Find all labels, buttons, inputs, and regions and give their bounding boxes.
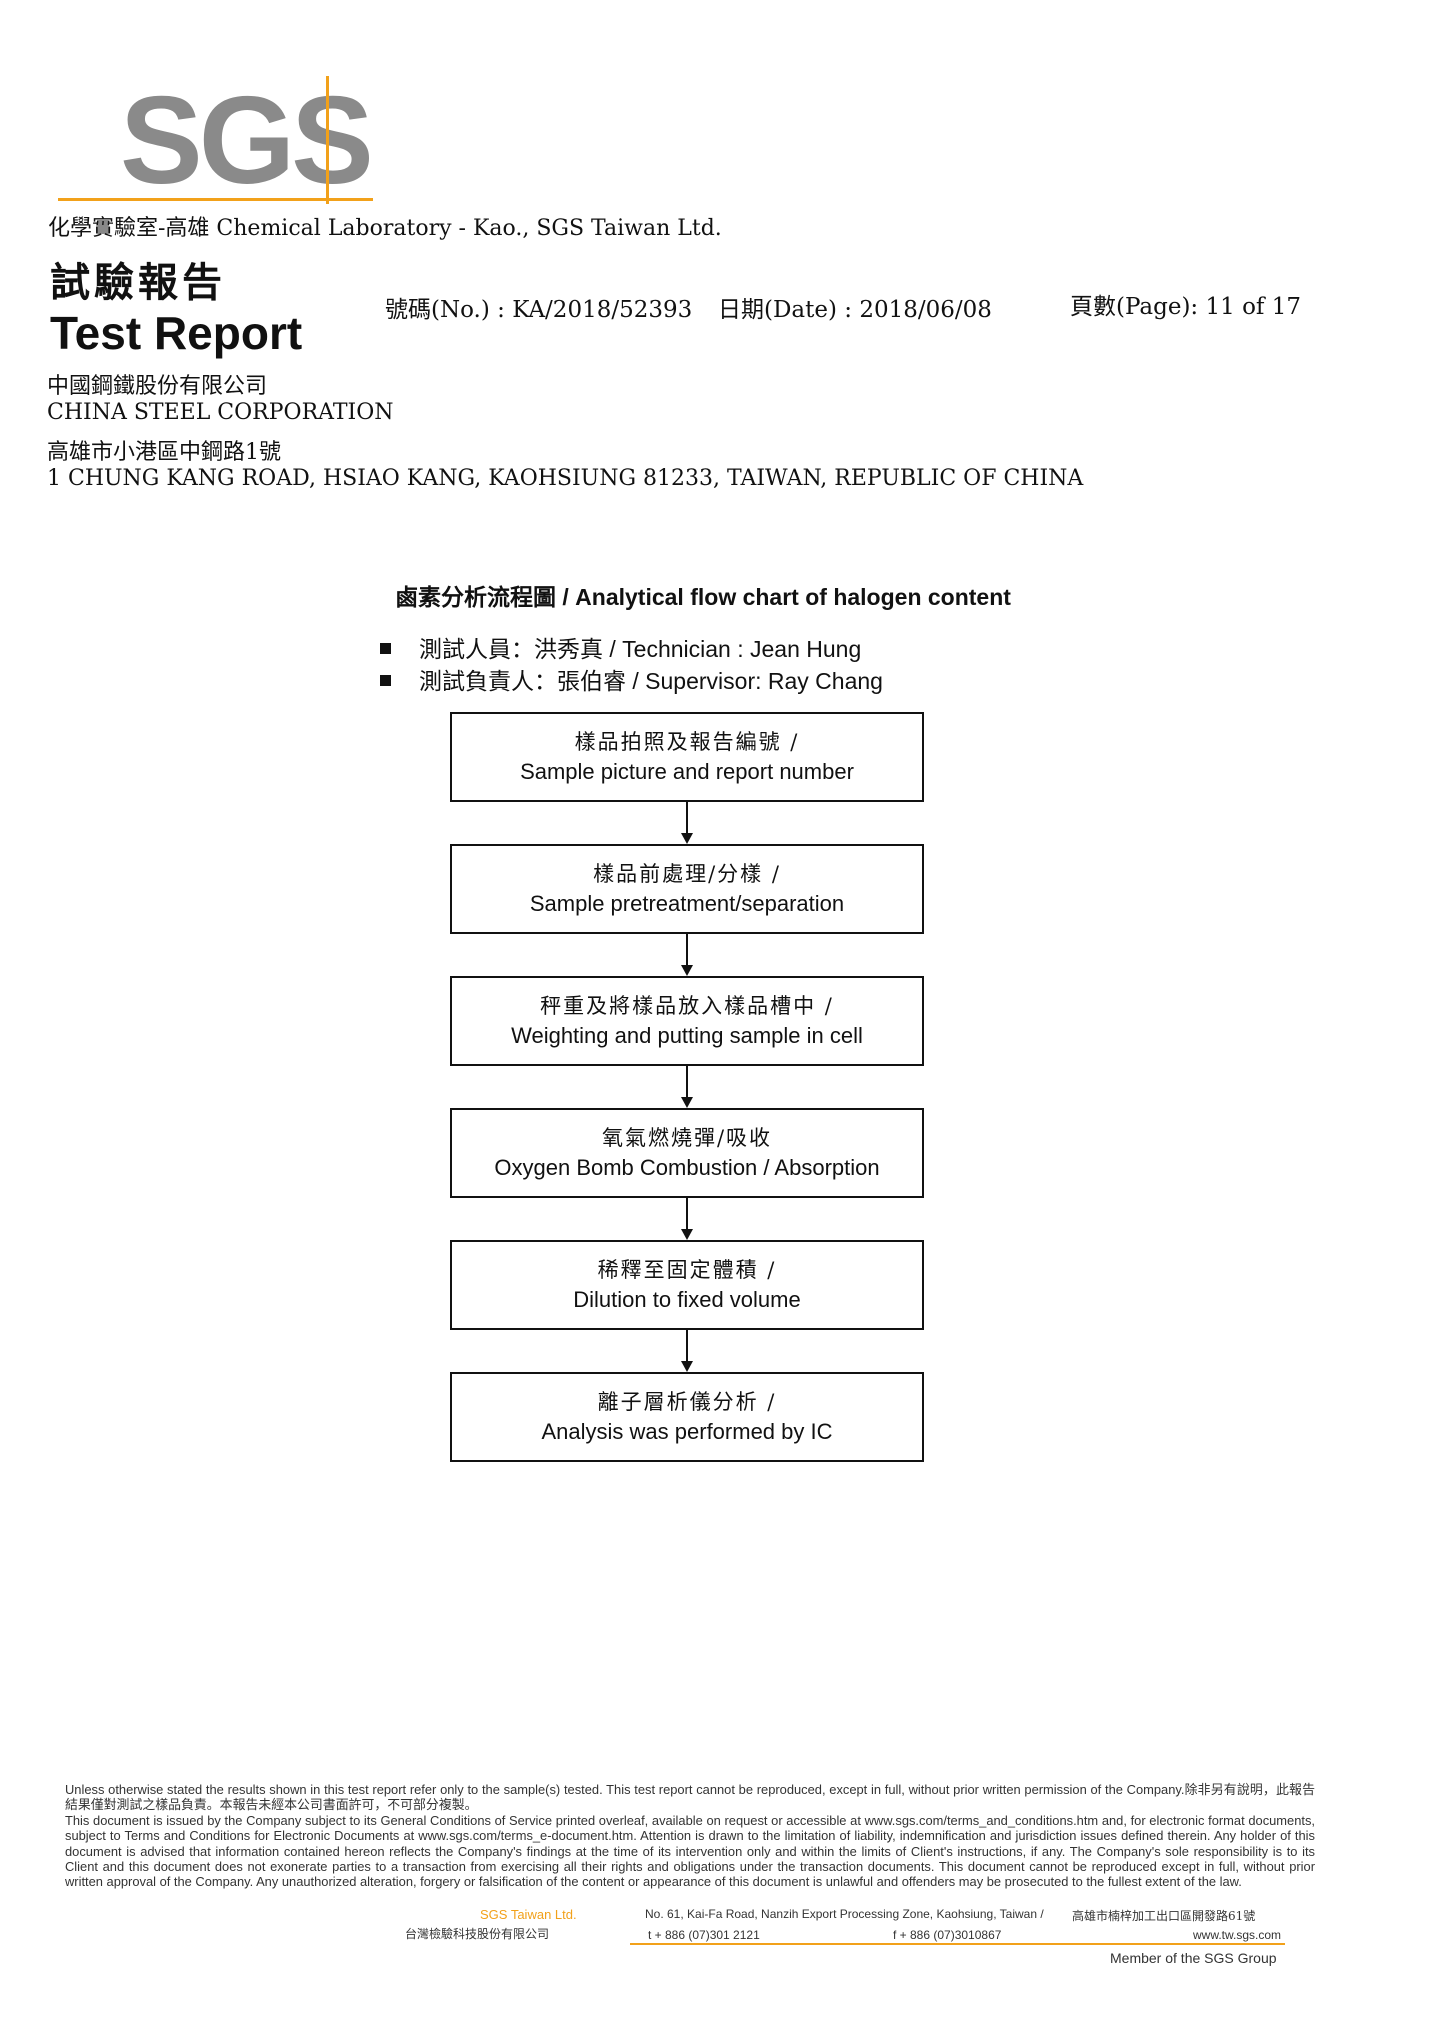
client-name-zh: 中國鋼鐵股份有限公司 <box>47 374 268 399</box>
flowchart-title-en: / Analytical flow chart of halogen conte… <box>562 584 1011 610</box>
footer-member-note: Member of the SGS Group <box>1110 1950 1277 1966</box>
footer-company-zh: 台灣檢驗科技股份有限公司 <box>405 1927 550 1941</box>
flow-step-box <box>450 976 924 1066</box>
footer-divider <box>630 1943 1285 1945</box>
disclaimer-paragraph-1: Unless otherwise stated the results show… <box>65 1782 1315 1813</box>
flow-step-label: 樣品前處理/分樣 / Sample pretreatment/separation <box>451 859 923 919</box>
bullet-square-icon <box>380 675 391 687</box>
arrow-down-icon <box>681 1229 693 1240</box>
bullet-square-icon <box>380 643 391 655</box>
technician-line: 測試人員：洪秀真 / Technician : Jean Hung <box>380 630 861 664</box>
logo-vertical-rule <box>326 76 329 204</box>
arrow-down-icon <box>681 833 693 844</box>
report-title-zh: 試驗報告 <box>50 259 226 306</box>
flowchart-title-zh: 鹵素分析流程圖 <box>395 584 556 611</box>
flow-step-box <box>450 712 924 802</box>
logo-horizontal-rule <box>58 198 373 201</box>
flow-step-label-en: Oxygen Bomb Combustion / Absorption <box>494 1155 880 1180</box>
footer-company-en: SGS Taiwan Ltd. <box>480 1907 577 1922</box>
flow-step-label-en: Weighting and putting sample in cell <box>511 1023 863 1048</box>
footer-website: www.tw.sgs.com <box>1193 1928 1282 1942</box>
arrow-down-icon <box>681 1361 693 1372</box>
sgs-logo: SGS <box>58 70 378 205</box>
flow-step-label: 稀釋至固定體積 / Dilution to fixed volume <box>451 1255 923 1315</box>
footer-fax: f + 886 (07)3010867 <box>893 1928 1002 1942</box>
flow-step-label-en: Analysis was performed by IC <box>541 1419 833 1444</box>
logo-wordmark: SGS <box>120 72 374 210</box>
footer-telephone: t + 886 (07)301 2121 <box>648 1928 760 1942</box>
client-address-en: 1 CHUNG KANG ROAD, HSIAO KANG, KAOHSIUNG… <box>47 466 1084 491</box>
report-number: 號碼(No.) : KA/2018/52393 <box>385 297 693 323</box>
flow-step-label-zh: 稀釋至固定體積 / <box>597 1258 777 1282</box>
client-name-en: CHINA STEEL CORPORATION <box>47 400 394 425</box>
footer-address-en: No. 61, Kai-Fa Road, Nanzih Export Proce… <box>645 1907 1044 1921</box>
flow-step-box <box>450 844 924 934</box>
technician-label-zh: 測試人員：洪秀真 <box>419 637 603 663</box>
arrow-down-icon <box>681 965 693 976</box>
flow-step-label: 秤重及將樣品放入樣品槽中 / Weighting and putting samp… <box>451 991 923 1051</box>
flow-step-label-zh: 秤重及將樣品放入樣品槽中 / <box>540 994 834 1018</box>
flow-step-label-en: Dilution to fixed volume <box>573 1287 801 1312</box>
flowchart-title: 鹵素分析流程圖 / Analytical flow chart of halog… <box>395 578 1011 612</box>
flow-step-label-zh: 離子層析儀分析 / <box>597 1390 777 1414</box>
report-date: 日期(Date) : 2018/06/08 <box>718 297 992 323</box>
flow-step-label: 離子層析儀分析 / Analysis was performed by IC <box>451 1387 923 1447</box>
technician-label-en: / Technician : Jean Hung <box>609 636 862 662</box>
flow-step-label: 樣品拍照及報告編號 / Sample picture and report num… <box>451 727 923 787</box>
flow-step-label-zh: 樣品拍照及報告編號 / <box>574 730 800 754</box>
report-title-en: Test Report <box>50 307 303 359</box>
client-address-zh: 高雄市小港區中鋼路1號 <box>47 440 281 465</box>
flow-step-box <box>450 1372 924 1462</box>
flow-step-label-en: Sample picture and report number <box>520 759 854 784</box>
disclaimer-paragraph-2: This document is issued by the Company s… <box>65 1812 1315 1890</box>
flow-step-label-en: Sample pretreatment/separation <box>529 891 845 916</box>
arrow-down-icon <box>681 1097 693 1108</box>
flow-step-label-zh: 樣品前處理/分樣 / <box>593 862 781 886</box>
lab-name: 化學實驗室-高雄 Chemical Laboratory - Kao., SGS… <box>48 216 722 241</box>
flow-step-box <box>450 1240 924 1330</box>
supervisor-label-en: / Supervisor: Ray Chang <box>632 668 883 694</box>
footer-disclaimer: Unless otherwise stated the results show… <box>65 1782 1315 1890</box>
footer-address-zh: 高雄市楠梓加工出口區開發路61號 <box>1072 1909 1256 1923</box>
flow-step-label-zh: 氧氣燃燒彈/吸收 <box>601 1126 773 1150</box>
flow-step-box <box>450 1108 924 1198</box>
report-page: 頁數(Page): 11 of 17 <box>1070 294 1302 320</box>
flow-step-label: 氧氣燃燒彈/吸收 Oxygen Bomb Combustion / Absorpt… <box>451 1123 923 1183</box>
supervisor-label-zh: 測試負責人：張伯睿 <box>419 669 626 695</box>
supervisor-line: 測試負責人：張伯睿 / Supervisor: Ray Chang <box>380 662 883 696</box>
